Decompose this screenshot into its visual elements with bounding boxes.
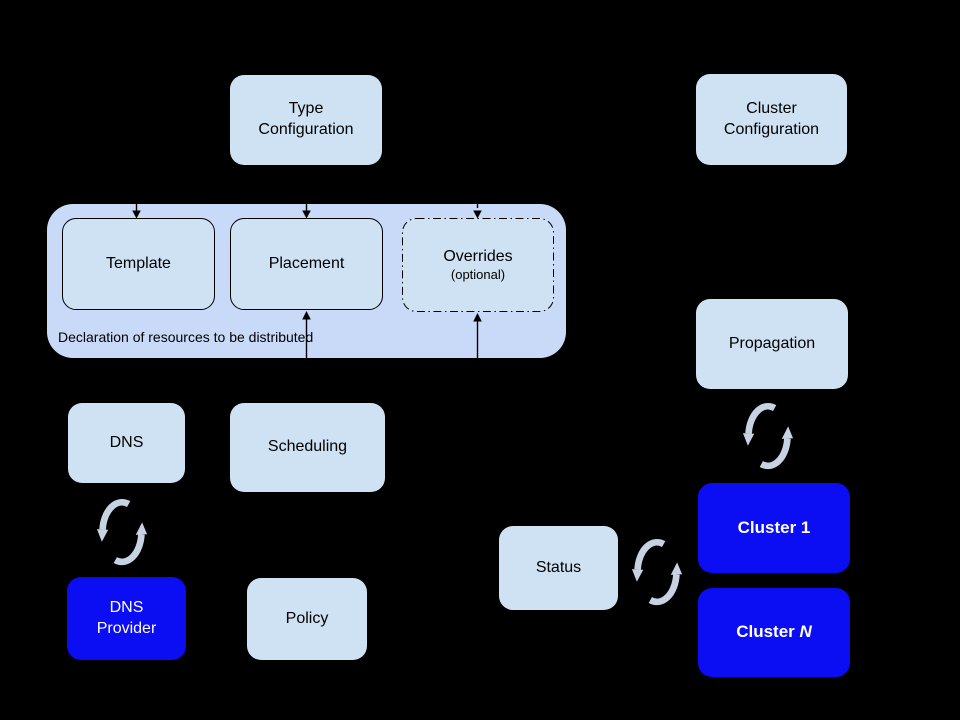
node-label: Cluster 1 [737,517,811,537]
node-type-configuration: Type Configuration [230,75,382,165]
node-status: Status [499,526,618,610]
node-propagation: Propagation [696,299,848,389]
group-caption: Declaration of resources to be distribut… [58,329,314,345]
node-label: Cluster [746,99,797,117]
node-dns-provider: DNS Provider [67,577,186,660]
arrow-down-into-template-icon [132,204,141,219]
arrow-up-into-overrides-icon [473,313,482,358]
arrow-down-into-placement-icon [302,204,311,219]
node-label: Overrides [443,248,513,266]
node-label: DNS [109,598,144,616]
node-dns: DNS [68,403,185,483]
node-template: Template [62,218,215,310]
node-label: Status [535,558,582,576]
node-label: DNS [109,433,144,451]
node-cluster-n: Cluster N [698,588,850,677]
node-label: Configuration [723,120,820,138]
sync-icon [742,402,794,470]
node-label: Cluster N [736,622,812,642]
sync-icon [631,538,683,606]
arrow-up-into-placement-icon [302,311,311,358]
node-label: Provider [96,619,157,637]
node-label: Template [106,254,171,272]
node-label: Configuration [258,121,354,138]
arrow-down-into-overrides-icon [473,204,482,219]
node-label: Propagation [728,334,816,352]
node-placement: Placement [230,218,383,310]
node-cluster-1: Cluster 1 [698,483,850,573]
node-label: Scheduling [267,438,348,456]
node-scheduling: Scheduling [230,403,385,492]
node-label: Policy [285,609,329,627]
sync-icon [96,498,148,566]
node-cluster-configuration: Cluster Configuration [696,74,847,165]
node-sublabel: (optional) [450,267,506,283]
node-policy: Policy [247,578,367,660]
node-overrides: Overrides (optional) [402,218,554,312]
node-label: Type [288,100,324,118]
italic-n: N [799,622,812,642]
node-label: Placement [268,254,345,272]
